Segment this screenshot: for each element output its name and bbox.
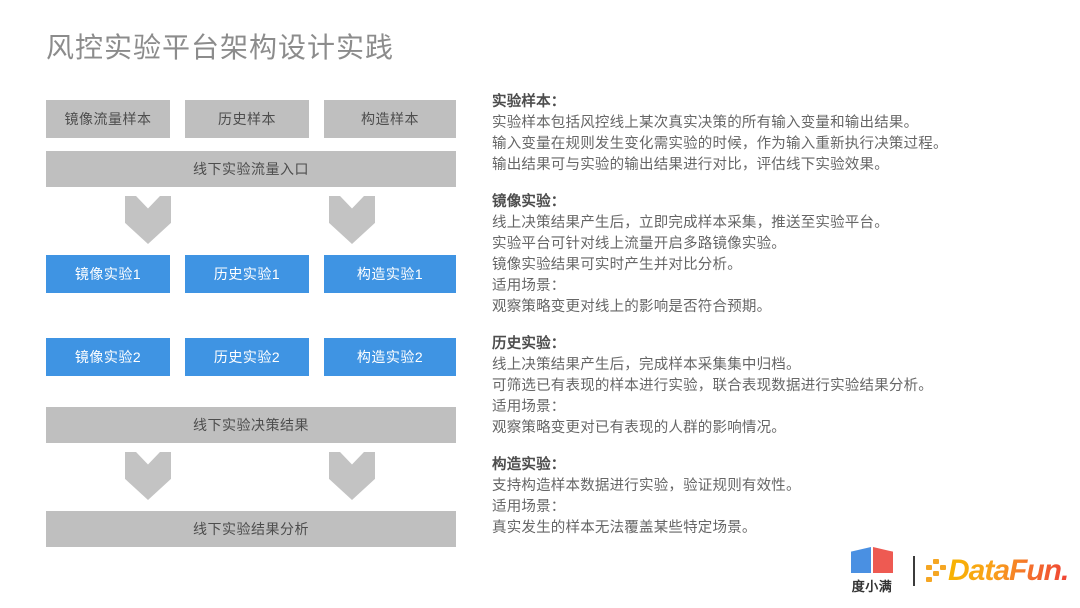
- description-panel: 实验样本： 实验样本包括风控线上某次真实决策的所有输入变量和输出结果。 输入变量…: [492, 92, 1052, 539]
- logo-divider: [913, 556, 915, 586]
- section-heading: 实验样本：: [492, 94, 566, 110]
- datafun-wordmark: DataFun.: [948, 554, 1069, 587]
- section-line: 支持构造样本数据进行实验，验证规则有效性。: [492, 478, 801, 494]
- flow-box-constructed-experiment-2: 构造实验2: [324, 338, 456, 376]
- flow-bar-offline-experiment-entry: 线下实验流量入口: [46, 151, 456, 187]
- flow-bar-offline-result-analysis: 线下实验结果分析: [46, 511, 456, 547]
- section-line: 适用场景：: [492, 399, 566, 415]
- flow-box-mirror-experiment-2: 镜像实验2: [46, 338, 170, 376]
- section-line: 观察策略变更对已有表现的人群的影响情况。: [492, 420, 786, 436]
- book-right-page-icon: [873, 547, 893, 573]
- section-constructed-experiment: 构造实验： 支持构造样本数据进行实验，验证规则有效性。 适用场景： 真实发生的样…: [492, 455, 1052, 539]
- flow-box-constructed-sample: 构造样本: [324, 100, 456, 138]
- duxiaoman-wordmark: 度小满: [851, 579, 893, 594]
- section-history-experiment: 历史实验： 线上决策结果产生后，完成样本采集集中归档。 可筛选已有表现的样本进行…: [492, 334, 1052, 439]
- arrow-down-icon: [125, 452, 171, 500]
- section-line: 可筛选已有表现的样本进行实验，联合表现数据进行实验结果分析。: [492, 378, 933, 394]
- flow-box-constructed-experiment-1: 构造实验1: [324, 255, 456, 293]
- page-title: 风控实验平台架构设计实践: [46, 32, 395, 63]
- section-experiment-sample: 实验样本： 实验样本包括风控线上某次真实决策的所有输入变量和输出结果。 输入变量…: [492, 92, 1052, 176]
- section-line: 输出结果可与实验的输出结果进行对比，评估线下实验效果。: [492, 157, 889, 173]
- section-line: 实验平台可针对线上流量开启多路镜像实验。: [492, 236, 786, 252]
- arrow-down-icon: [125, 196, 171, 244]
- section-line: 适用场景：: [492, 499, 566, 515]
- section-heading: 历史实验：: [492, 336, 566, 352]
- arrow-down-icon: [329, 196, 375, 244]
- flow-box-mirror-experiment-1: 镜像实验1: [46, 255, 170, 293]
- datafun-logo: DataFun.: [926, 554, 1069, 588]
- flow-box-history-experiment-2: 历史实验2: [185, 338, 309, 376]
- arrow-down-icon: [329, 452, 375, 500]
- logo-bar: 度小满 DataFun.: [840, 538, 1074, 604]
- book-left-page-icon: [851, 547, 871, 573]
- section-line: 真实发生的样本无法覆盖某些特定场景。: [492, 520, 757, 536]
- section-line: 观察策略变更对线上的影响是否符合预期。: [492, 299, 772, 315]
- section-line: 适用场景：: [492, 278, 566, 294]
- section-heading: 镜像实验：: [492, 194, 566, 210]
- section-line: 线上决策结果产生后，立即完成样本采集，推送至实验平台。: [492, 215, 889, 231]
- flow-box-mirror-traffic-sample: 镜像流量样本: [46, 100, 170, 138]
- section-mirror-experiment: 镜像实验： 线上决策结果产生后，立即完成样本采集，推送至实验平台。 实验平台可针…: [492, 192, 1052, 318]
- flow-box-history-experiment-1: 历史实验1: [185, 255, 309, 293]
- section-heading: 构造实验：: [492, 457, 566, 473]
- section-line: 线上决策结果产生后，完成样本采集集中归档。: [492, 357, 801, 373]
- architecture-flowchart: 镜像流量样本 历史样本 构造样本 线下实验流量入口 镜像实验1 历史实验1 构造…: [0, 0, 480, 608]
- open-book-icon: [851, 547, 893, 573]
- flow-bar-offline-decision-result: 线下实验决策结果: [46, 407, 456, 443]
- section-line: 实验样本包括风控线上某次真实决策的所有输入变量和输出结果。: [492, 115, 919, 131]
- pixel-dots-icon: [926, 559, 946, 583]
- section-line: 输入变量在规则发生变化需实验的时候，作为输入重新执行决策过程。: [492, 136, 948, 152]
- duxiaoman-logo: 度小满: [840, 547, 904, 595]
- flow-box-history-sample: 历史样本: [185, 100, 309, 138]
- section-line: 镜像实验结果可实时产生并对比分析。: [492, 257, 742, 273]
